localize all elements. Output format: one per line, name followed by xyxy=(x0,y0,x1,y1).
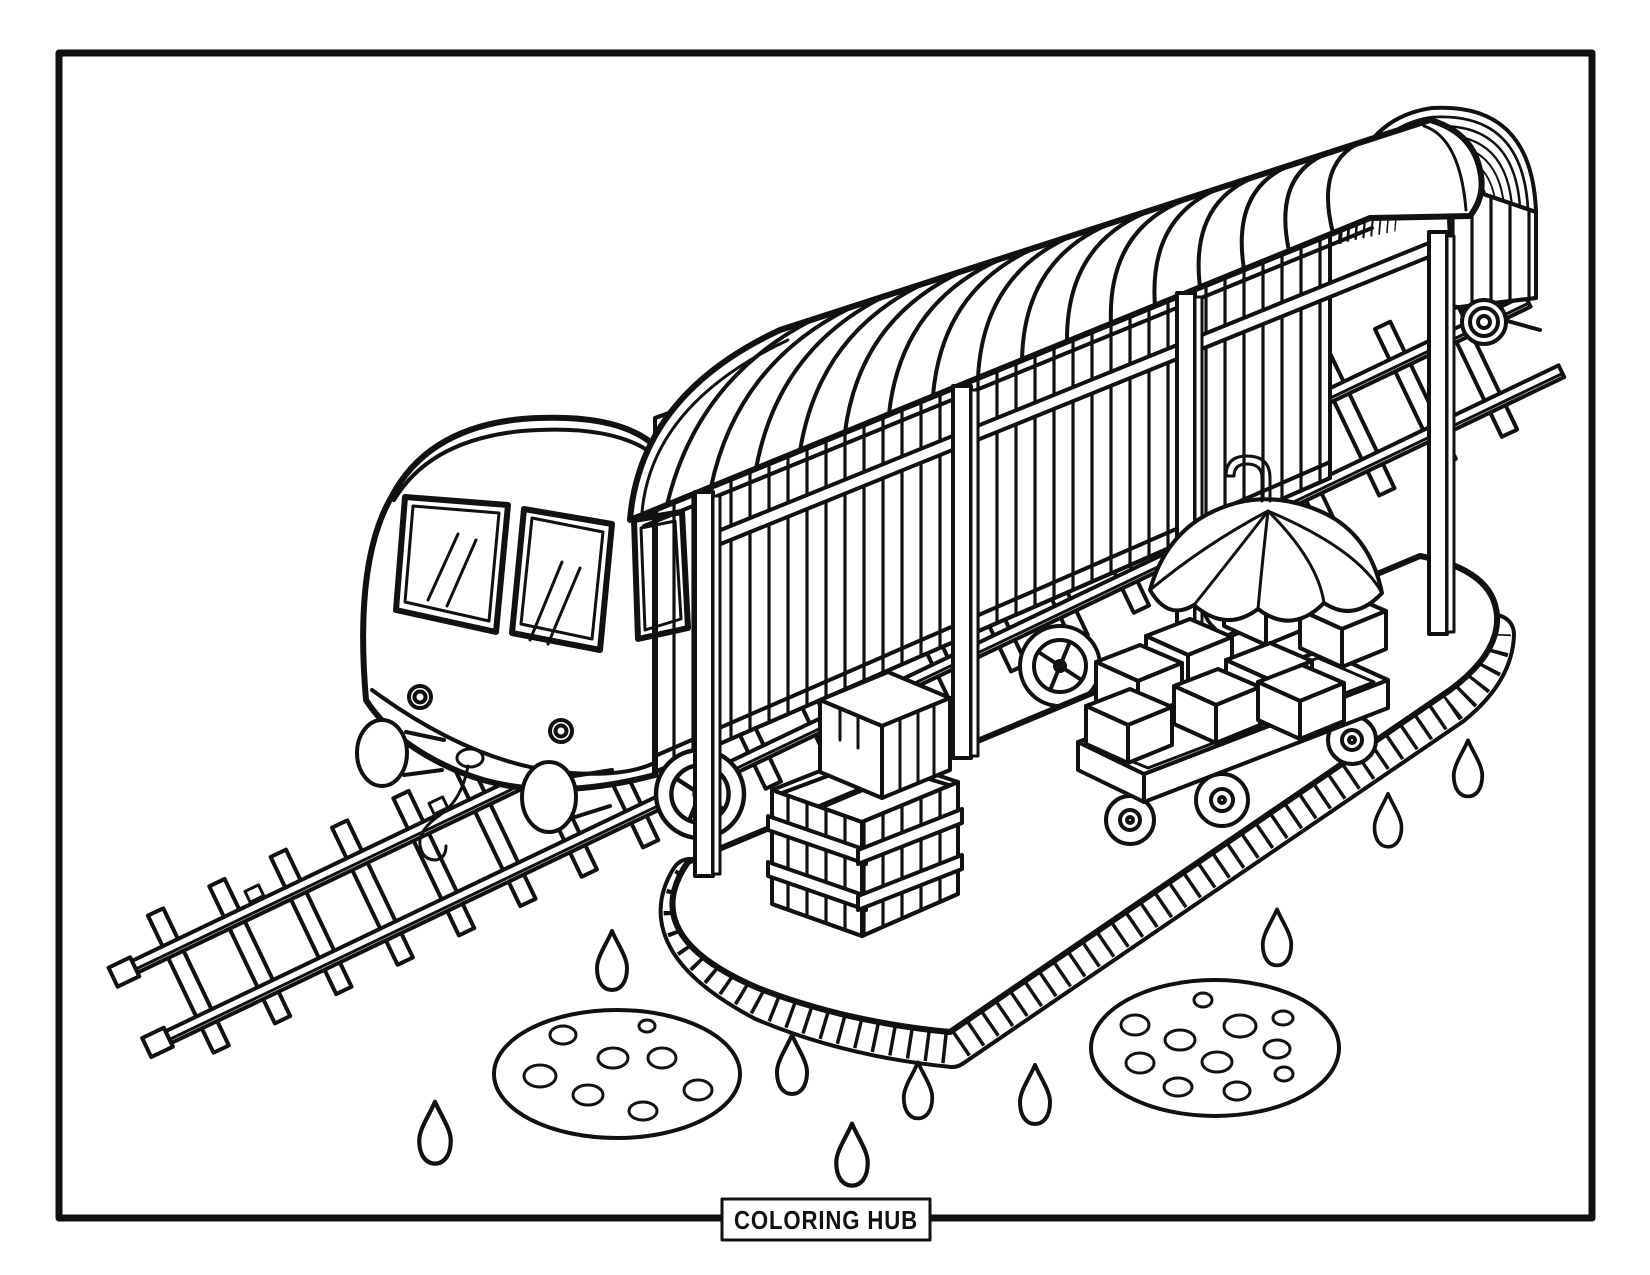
support-post xyxy=(951,384,980,760)
windshield-right xyxy=(509,506,615,653)
raindrop xyxy=(419,1102,451,1164)
canopy-structure xyxy=(693,230,1456,878)
wooden-crate xyxy=(766,670,964,938)
rear-wagon-wheel xyxy=(1460,298,1508,346)
locomotive xyxy=(355,173,1332,862)
raindrop xyxy=(1372,791,1404,849)
umbrella-handle xyxy=(1224,454,1272,503)
raindrop xyxy=(1260,907,1294,968)
crate-band xyxy=(766,860,868,912)
cab-side-window xyxy=(631,509,691,642)
windshield-left xyxy=(393,494,511,635)
crate-band xyxy=(856,853,964,912)
branding-label: COLORING HUB xyxy=(734,1205,918,1235)
coupling-hook xyxy=(418,747,485,862)
luggage-cart xyxy=(1076,569,1390,846)
support-post xyxy=(693,490,722,878)
crate-band xyxy=(856,807,964,866)
raindrop xyxy=(595,929,629,992)
umbrella xyxy=(1148,454,1384,623)
raindrop xyxy=(901,1060,935,1121)
canopy-ribs xyxy=(665,134,1381,507)
umbrella-ribs xyxy=(1148,509,1384,611)
raindrop xyxy=(1451,738,1485,799)
marker-lights xyxy=(407,684,574,744)
parcel-box xyxy=(818,670,952,800)
puddle-right xyxy=(1089,978,1341,1118)
canopy-eave-edge xyxy=(642,226,1374,528)
buffers xyxy=(355,718,614,834)
platform-edge-hatching xyxy=(663,632,1511,1064)
station-canopy xyxy=(627,117,1485,528)
raindrop xyxy=(836,1124,868,1186)
raindrop xyxy=(775,1033,809,1096)
branding-badge: COLORING HUB xyxy=(720,1197,932,1242)
locomotive-cab xyxy=(355,414,691,862)
cart-wheels xyxy=(1104,714,1378,846)
crate-band xyxy=(766,814,868,866)
puddle-left xyxy=(492,1008,742,1140)
support-post xyxy=(1427,230,1456,636)
raindrop xyxy=(1018,1063,1052,1126)
